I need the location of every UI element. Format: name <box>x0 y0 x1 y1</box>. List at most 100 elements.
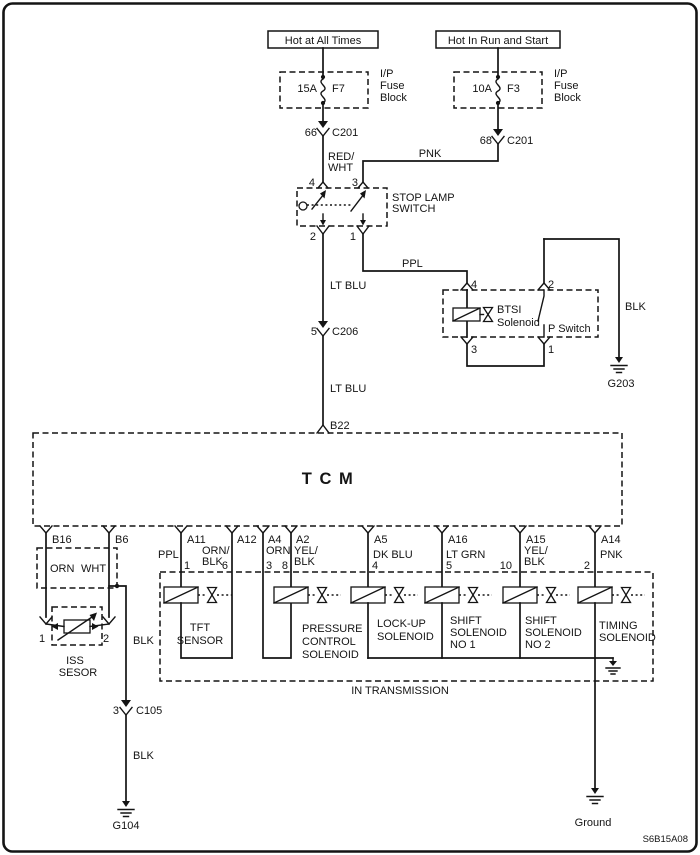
component-label: Solenoid <box>497 317 540 329</box>
component-label: P Switch <box>548 323 591 335</box>
pin-icon <box>316 423 330 434</box>
device-label: LOCK-UP <box>377 618 426 630</box>
wire-color-label: PPL <box>402 258 423 270</box>
tcm-module: T C M B16 B6 A11 A12 A4 A2 A5 A16 A15 A1… <box>32 423 623 546</box>
chassis-ground <box>605 657 621 675</box>
sensor-element-icon <box>163 586 199 604</box>
lockup-solenoid: LOCK-UP SOLENOID <box>350 586 434 659</box>
connector-name: C105 <box>136 705 162 717</box>
valve-icon <box>482 306 494 316</box>
splice-dot <box>114 583 120 589</box>
connector-male-icon <box>493 129 503 136</box>
connector-pin: 3 <box>113 705 119 717</box>
wire-color-label: WHT <box>328 162 353 174</box>
wire-color-label: PNK <box>419 148 442 160</box>
valve-icon <box>393 586 405 597</box>
trans-pin-number: 4 <box>372 560 378 572</box>
pin-number: 3 <box>352 177 358 189</box>
contact-arrow-icon <box>360 220 366 226</box>
pin-icon <box>225 525 239 535</box>
trans-pin-number: 1 <box>184 560 190 572</box>
connector-male-icon <box>318 121 328 128</box>
variable-arrow <box>57 614 96 641</box>
wire-color-label: LT BLU <box>330 280 366 292</box>
device-label: SOLENOID <box>525 627 582 639</box>
fuse-block-box <box>279 71 369 109</box>
connector-name: C206 <box>332 326 358 338</box>
trans-pin-number: 8 <box>282 560 288 572</box>
valve-icon <box>316 586 328 597</box>
shift-solenoid-1: SHIFT SOLENOID NO 1 <box>424 586 507 659</box>
tcm-pin-label: B22 <box>330 420 350 432</box>
wire-lt-blu-run: LT BLU 5 C206 LT BLU B22 <box>311 233 366 432</box>
fuse-block-label: Fuse <box>554 80 578 92</box>
component-label: STOP LAMP <box>392 192 455 204</box>
device-label: PRESSURE <box>302 623 363 635</box>
arrow-icon <box>51 623 58 630</box>
device-label: CONTROL <box>302 636 356 648</box>
connector-female-icon <box>316 127 330 138</box>
fuse-block-box <box>453 71 543 109</box>
connector-male-icon <box>121 700 131 707</box>
tcm-label: T C M <box>302 470 354 488</box>
valve-icon <box>206 586 218 597</box>
tcm-transmission-wires: PPL 1 ORN/ BLK 6 ORN 3 YEL/ BLK 8 DK BLU… <box>158 532 623 659</box>
fuse-block-label: Block <box>380 92 407 104</box>
device-label: NO 1 <box>450 639 476 651</box>
switch-blade-icon <box>311 193 325 210</box>
valve-icon <box>467 586 479 597</box>
wire-color-label: LT GRN <box>446 549 485 561</box>
pin-number: 2 <box>310 231 316 243</box>
connector-c201-left: 66 C201 <box>305 121 358 139</box>
component-label: ISS <box>66 655 84 667</box>
connector-male-icon <box>318 321 328 328</box>
fuse-block-label: Fuse <box>380 80 404 92</box>
fuse-element-icon <box>495 78 501 104</box>
in-transmission-label: IN TRANSMISSION <box>351 685 449 697</box>
tcm-pin-label: B16 <box>52 534 72 546</box>
connector-c201-right: 68 C201 <box>480 129 533 147</box>
fuse-rating: 10A <box>472 83 492 95</box>
fuse-terminal <box>320 74 326 80</box>
wire <box>45 532 110 618</box>
wire-color-label: PNK <box>600 549 623 561</box>
pin-icon <box>588 525 602 535</box>
connector-pin: 66 <box>305 127 317 139</box>
trans-pin-number: 2 <box>584 560 590 572</box>
power-source-label: Hot In Run and Start <box>448 35 548 47</box>
valve-icon <box>206 593 218 604</box>
ground-name: G104 <box>113 820 140 832</box>
solenoid-coil-icon <box>424 586 460 604</box>
ground-icon <box>117 808 135 818</box>
pin-icon <box>39 525 53 535</box>
fuse-block-label: I/P <box>380 68 393 80</box>
tcm-box <box>32 432 623 527</box>
power-source-label: Hot at All Times <box>285 35 362 47</box>
timing-solenoid: TIMING SOLENOID <box>577 586 656 644</box>
iss-sensor-branch: ORN WHT 1 2 ISS SESOR BLK 3 C105 BLK G10… <box>36 532 162 832</box>
wire-blk <box>543 238 620 358</box>
device-label: SENSOR <box>177 635 224 647</box>
device-label: NO 2 <box>525 639 551 651</box>
connector-name: C201 <box>332 127 358 139</box>
pin-icon <box>356 225 370 236</box>
pin-icon <box>361 525 375 535</box>
tcm-pin-label: A2 <box>296 534 309 546</box>
fuse-f7: 15A F7 I/P Fuse Block <box>279 68 407 109</box>
ground-name: Ground <box>575 817 612 829</box>
power-feed-right: Hot In Run and Start 10A F3 I/P Fuse Blo… <box>362 30 581 183</box>
fuse-name: F7 <box>332 83 345 95</box>
tcm-pin-label: A4 <box>268 534 281 546</box>
wire-color-label: YEL/ <box>524 545 549 557</box>
fuse-terminal <box>495 74 501 80</box>
arrow-icon <box>92 623 99 630</box>
wire-color-label: ORN/ <box>202 545 230 557</box>
component-label: BTSI <box>497 304 521 316</box>
wire-color-label: YEL/ <box>294 545 319 557</box>
connector-female-icon <box>119 706 133 717</box>
connector-c105: 3 C105 <box>113 700 162 717</box>
valve-icon <box>467 593 479 604</box>
pin-icon <box>102 525 116 535</box>
